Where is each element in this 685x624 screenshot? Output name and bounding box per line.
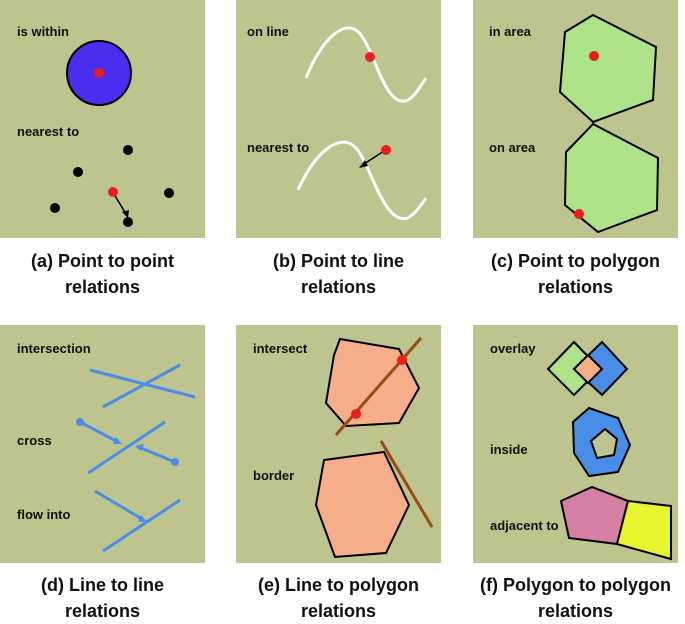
nearest-arrow	[363, 150, 385, 165]
brown-line	[379, 440, 434, 528]
caption-e: (e) Line to polygon relations	[226, 572, 451, 624]
overlay-region	[572, 353, 604, 385]
label-nearest-to: nearest to	[17, 124, 80, 139]
panel-point-to-point: is within nearest to	[0, 0, 205, 238]
label-nearest-to: nearest to	[247, 140, 310, 155]
label-in-area: in area	[489, 24, 531, 39]
black-point	[123, 145, 133, 155]
white-curve	[296, 140, 428, 221]
red-point-in-area	[589, 51, 599, 61]
panel-point-to-line: on line nearest to	[236, 0, 441, 238]
white-curve	[304, 26, 428, 103]
red-intersection-point	[351, 409, 361, 419]
pink-polygon	[559, 485, 630, 546]
red-point-on-line	[365, 52, 375, 62]
inner-pentagon	[589, 427, 619, 460]
caption-e-line2: relations	[300, 601, 377, 621]
panel-line-to-line: intersection cross flow into	[0, 325, 205, 563]
caption-f-line1: (f) Polygon to polygon	[480, 575, 671, 595]
black-point	[164, 188, 174, 198]
label-intersect: intersect	[253, 341, 308, 356]
caption-e-line1: (e) Line to polygon	[258, 575, 419, 595]
caption-f-line2: relations	[537, 601, 614, 621]
panel-polygon-to-polygon: overlay inside adjacent to	[473, 325, 678, 563]
label-inside: inside	[490, 442, 528, 457]
caption-c-line2: relations	[537, 277, 614, 297]
red-point	[381, 145, 391, 155]
blue-line	[87, 420, 166, 475]
black-point	[73, 167, 83, 177]
caption-a-line1: (a) Point to point	[31, 251, 174, 271]
arrowhead	[122, 210, 129, 218]
caption-c-line1: (c) Point to polygon	[491, 251, 660, 271]
yellow-polygon	[615, 499, 672, 561]
panel-line-to-polygon: intersect border	[236, 325, 441, 563]
label-flow-into: flow into	[17, 507, 71, 522]
salmon-pentagon	[314, 450, 411, 559]
caption-c: (c) Point to polygon relations	[463, 248, 685, 300]
blue-line	[89, 368, 196, 399]
caption-d-line2: relations	[64, 601, 141, 621]
panel-point-to-polygon: in area on area	[473, 0, 678, 238]
caption-f: (f) Polygon to polygon relations	[463, 572, 685, 624]
arrowhead	[138, 515, 147, 522]
arrowhead	[113, 437, 122, 444]
black-point	[50, 203, 60, 213]
blue-line	[102, 363, 181, 409]
label-intersection: intersection	[17, 341, 91, 356]
caption-b-line2: relations	[300, 277, 377, 297]
brown-line	[334, 337, 423, 436]
panel-e-graphic	[314, 337, 434, 559]
panel-b-graphic	[296, 26, 428, 221]
caption-a: (a) Point to point relations	[0, 248, 215, 300]
label-cross: cross	[17, 433, 52, 448]
arrowhead	[359, 160, 368, 168]
label-overlay: overlay	[490, 341, 536, 356]
black-point	[123, 217, 133, 227]
caption-b-line1: (b) Point to line	[273, 251, 404, 271]
label-on-line: on line	[247, 24, 289, 39]
label-adjacent-to: adjacent to	[490, 518, 559, 533]
caption-d-line1: (d) Line to line	[41, 575, 164, 595]
caption-b: (b) Point to line relations	[226, 248, 451, 300]
caption-d: (d) Line to line relations	[0, 572, 215, 624]
blue-line	[94, 489, 143, 521]
green-hexagon	[563, 122, 660, 234]
panel-f-graphic	[546, 340, 672, 561]
label-is-within: is within	[17, 24, 69, 39]
panel-c-graphic	[558, 13, 660, 234]
red-point	[94, 68, 104, 78]
panel-d-graphic	[76, 363, 196, 553]
caption-a-line2: relations	[64, 277, 141, 297]
red-intersection-point	[397, 355, 407, 365]
nearest-arrow	[113, 193, 127, 215]
label-border: border	[253, 468, 295, 483]
arrowhead	[135, 444, 144, 451]
panel-a-graphic	[50, 40, 174, 227]
green-hexagon	[558, 13, 658, 124]
red-point	[108, 187, 118, 197]
blue-line	[140, 446, 176, 464]
blue-line	[79, 420, 117, 443]
blue-line	[102, 498, 181, 553]
red-point-on-area	[574, 209, 584, 219]
salmon-pentagon	[324, 337, 421, 428]
label-on-area: on area	[489, 140, 536, 155]
